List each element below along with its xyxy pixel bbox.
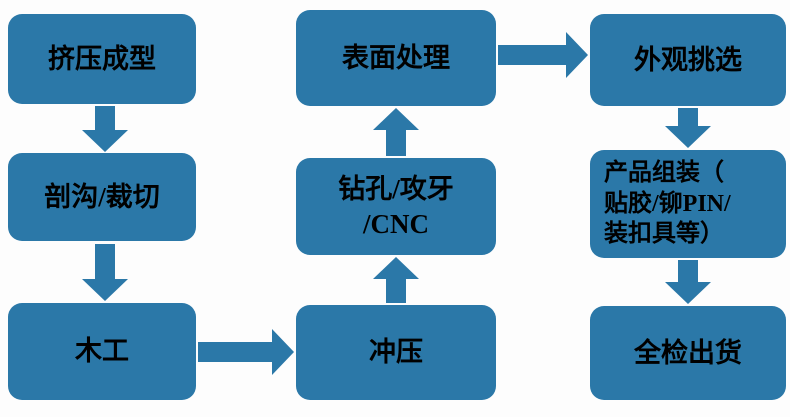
- node-woodwork-label: 木工: [75, 336, 129, 367]
- node-grooving-label: 剖沟/裁切: [44, 181, 160, 212]
- arrow-shaft: [95, 106, 115, 130]
- node-assembly-label-line1: 产品组装（: [604, 159, 724, 186]
- node-grooving: 剖沟/裁切: [8, 153, 196, 241]
- node-full-inspection-shipping-label: 全检出货: [634, 337, 742, 368]
- arrow-shaft: [386, 130, 406, 156]
- arrow-shaft: [95, 244, 115, 279]
- node-drilling-tapping-cnc: 钻孔/攻牙 /CNC: [296, 158, 496, 255]
- arrow-head: [82, 279, 128, 301]
- arrow-shaft: [498, 45, 566, 65]
- arrow-stamping-to-drilling-icon: [373, 257, 419, 303]
- node-visual-inspection-label: 外观挑选: [634, 44, 742, 75]
- arrow-shaft: [198, 342, 272, 362]
- node-assembly-label-line3: 装扣具等）: [604, 221, 724, 248]
- arrow-head: [373, 108, 419, 130]
- arrow-head: [82, 130, 128, 152]
- node-woodwork: 木工: [8, 303, 196, 400]
- arrow-drilling-to-surface-icon: [373, 108, 419, 156]
- node-full-inspection-shipping: 全检出货: [590, 306, 786, 400]
- arrow-head: [665, 282, 711, 304]
- node-surface-treatment: 表面处理: [296, 10, 496, 106]
- arrow-woodwork-to-stamping-icon: [198, 329, 294, 375]
- node-extrusion: 挤压成型: [8, 14, 196, 104]
- arrow-grooving-to-woodwork-icon: [82, 244, 128, 301]
- node-visual-inspection: 外观挑选: [590, 14, 786, 106]
- arrow-head: [665, 126, 711, 148]
- node-extrusion-label: 挤压成型: [48, 43, 156, 74]
- arrow-shaft: [678, 260, 698, 282]
- arrow-shaft: [386, 279, 406, 303]
- arrow-head: [373, 257, 419, 279]
- arrow-inspection-to-assembly-icon: [665, 108, 711, 148]
- node-surface-label: 表面处理: [342, 42, 450, 73]
- node-assembly-label-line2: 贴胶/铆PIN/: [604, 190, 731, 217]
- node-stamping: 冲压: [296, 305, 496, 400]
- node-stamping-label: 冲压: [369, 337, 423, 368]
- arrow-shaft: [678, 108, 698, 126]
- arrow-head: [566, 32, 588, 78]
- arrow-surface-to-inspection-icon: [498, 32, 588, 78]
- arrow-head: [272, 329, 294, 375]
- arrow-assembly-to-shipping-icon: [665, 260, 711, 304]
- arrow-extrusion-to-grooving-icon: [82, 106, 128, 152]
- node-drilling-label-line1: 钻孔/攻牙: [338, 173, 454, 204]
- node-assembly: 产品组装（ 贴胶/铆PIN/ 装扣具等）: [590, 150, 786, 258]
- node-drilling-label-line2: /CNC: [363, 208, 429, 239]
